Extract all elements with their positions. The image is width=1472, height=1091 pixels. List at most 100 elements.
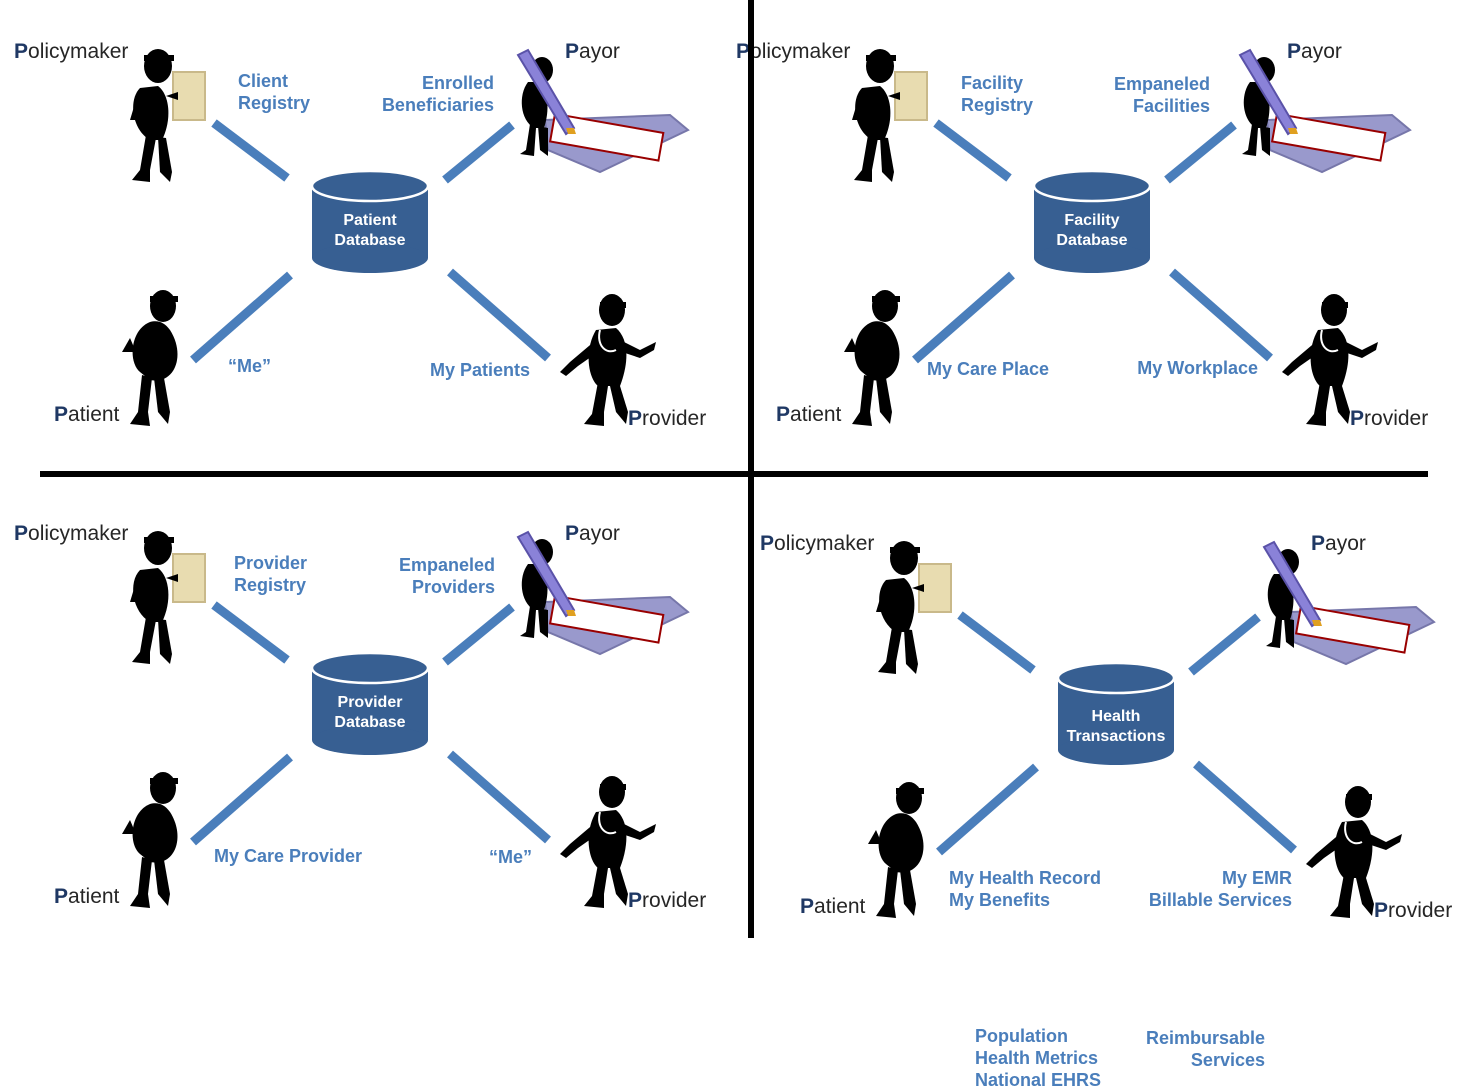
arrow-provider-to-database <box>1193 760 1297 854</box>
role-policymaker: Policymaker <box>14 522 129 545</box>
diagram-panel-3: Policymaker Payor Patient Provider Provi… <box>0 482 736 951</box>
label-line: My Patients <box>429 360 530 380</box>
label-line: Beneficiaries <box>381 95 494 115</box>
database-label-line: Database <box>334 714 406 731</box>
label-line: Reimbursable <box>1145 1028 1265 1048</box>
patient-figure-icon <box>122 772 178 908</box>
payor-figure-icon <box>516 530 690 656</box>
label-line: Health Metrics <box>975 1048 1099 1068</box>
provider-figure-icon <box>560 776 656 908</box>
database-label-line: Facility <box>1064 212 1120 229</box>
role-patient: Patient <box>54 403 120 426</box>
diagram-panel-1: Policymaker Payor Patient Provider Clien… <box>0 0 736 469</box>
arrow-payor-to-database <box>442 121 515 184</box>
payor-figure-icon <box>1238 48 1412 174</box>
role-patient: Patient <box>800 895 866 918</box>
policymaker-figure-icon <box>130 531 206 664</box>
arrow-policymaker-to-database <box>211 119 290 182</box>
database-icon <box>1056 661 1176 765</box>
label-line: Client <box>238 71 289 91</box>
role-payor: Payor <box>565 40 620 63</box>
label-line: Enrolled <box>421 73 494 93</box>
label-line: My Care Provider <box>214 846 363 866</box>
role-provider: Provider <box>628 889 707 912</box>
label-provider-relationship: “Me” <box>489 846 532 868</box>
label-line: Services <box>1190 1050 1265 1070</box>
policymaker-figure-icon <box>852 49 928 182</box>
patient-figure-icon <box>868 782 924 918</box>
role-policymaker: Policymaker <box>760 532 875 555</box>
label-line: My Care Place <box>927 359 1050 379</box>
stethoscope-icon <box>1344 821 1363 845</box>
arrow-policymaker-to-database <box>933 119 1012 182</box>
arrow-provider-to-database <box>1169 268 1273 362</box>
payor-figure-icon <box>516 48 690 174</box>
database-label-line: Patient <box>343 212 397 229</box>
role-payor: Payor <box>565 522 620 545</box>
label-line: Registry <box>961 95 1034 115</box>
payor-figure-icon <box>1262 540 1436 666</box>
patient-figure-icon <box>122 290 178 426</box>
horizontal-divider <box>40 471 1428 477</box>
label-line: Registry <box>234 575 307 595</box>
label-line: My EMR <box>1221 868 1292 888</box>
provider-figure-icon <box>1306 786 1402 918</box>
label-line: Population <box>975 1026 1068 1046</box>
label-patient-relationship: My Care Place <box>927 358 1049 380</box>
arrow-patient-to-database <box>936 763 1039 856</box>
stethoscope-icon <box>598 329 617 353</box>
panel-graphics <box>122 48 690 426</box>
panel-graphics <box>844 48 1412 426</box>
label-provider-relationship: My Patients <box>430 359 530 381</box>
role-provider: Provider <box>628 407 707 430</box>
label-provider-relationship: My Workplace <box>1137 357 1258 379</box>
arrow-patient-to-database <box>912 271 1015 364</box>
label-line: Empaneled <box>398 555 495 575</box>
provider-figure-icon <box>560 294 656 426</box>
label-line: Facilities <box>1132 96 1210 116</box>
document-icon <box>918 563 952 613</box>
arrow-payor-to-database <box>1164 121 1237 184</box>
role-provider: Provider <box>1374 899 1453 922</box>
label-line: Facility <box>961 73 1024 93</box>
policymaker-figure-icon <box>876 541 952 674</box>
panel-graphics <box>868 540 1436 918</box>
diagram-panel-4: Policymaker Payor Patient Provider Popul… <box>746 492 1472 1090</box>
stethoscope-icon <box>598 811 617 835</box>
arrow-policymaker-to-database <box>211 601 290 664</box>
database-label-line: Database <box>1056 232 1128 249</box>
label-patient-relationship: My Care Provider <box>214 845 362 867</box>
diagram-panel-2: Policymaker Payor Patient Provider Facil… <box>722 0 1458 469</box>
label-line: Providers <box>411 577 495 597</box>
role-patient: Patient <box>776 403 842 426</box>
patient-figure-icon <box>844 290 900 426</box>
database-icon <box>310 169 430 273</box>
label-line: National EHRS <box>975 1070 1102 1090</box>
label-line: Billable Services <box>1148 890 1292 910</box>
provider-figure-icon <box>1282 294 1378 426</box>
database-label-line: Provider <box>337 694 403 711</box>
label-line: Provider <box>234 553 308 573</box>
label-line: My Benefits <box>949 890 1051 910</box>
stethoscope-icon <box>1320 329 1339 353</box>
database-label-line: Transactions <box>1066 728 1166 745</box>
arrow-policymaker-to-database <box>957 611 1036 674</box>
role-payor: Payor <box>1311 532 1366 555</box>
database-label-line: Health <box>1091 708 1141 725</box>
database-label-line: Database <box>334 232 406 249</box>
label-line: Empaneled <box>1113 74 1210 94</box>
arrow-patient-to-database <box>190 753 293 846</box>
arrow-provider-to-database <box>447 750 551 844</box>
role-policymaker: Policymaker <box>14 40 129 63</box>
